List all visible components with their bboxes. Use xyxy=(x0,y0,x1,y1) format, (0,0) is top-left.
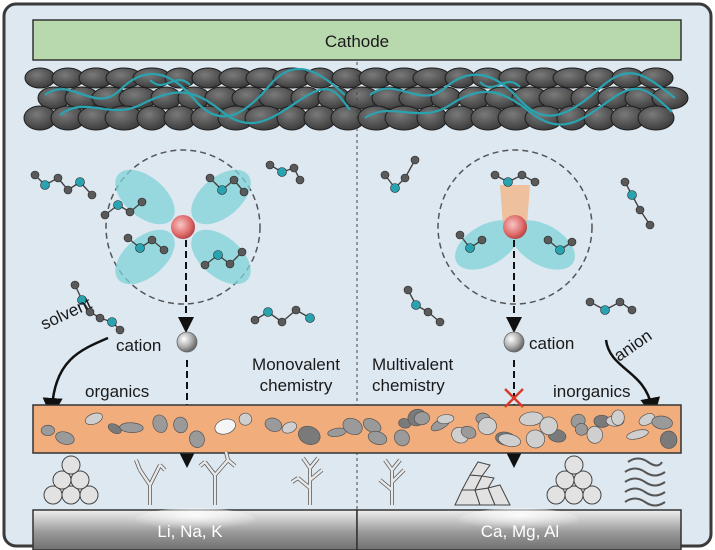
monovalent-cation xyxy=(176,331,198,353)
monovalent-label-line2: chemistry xyxy=(260,376,333,395)
multivalent-cation xyxy=(503,331,525,353)
anode-right-label: Ca, Mg, Al xyxy=(481,522,559,541)
polyhedral-deposit xyxy=(454,461,511,506)
anion-to-inorganics-arrow xyxy=(604,339,661,418)
spherical-deposits-left xyxy=(43,455,99,505)
multivalent-label-line2: chemistry xyxy=(372,376,445,395)
left-cation-label: cation xyxy=(116,336,161,355)
multivalent-solvation-sheath xyxy=(437,149,593,305)
organics-label: organics xyxy=(85,382,149,401)
monovalent-label-line1: Monovalent xyxy=(252,355,340,374)
anode-right xyxy=(356,508,682,550)
spherical-deposits-right xyxy=(546,455,602,505)
cathode-particles xyxy=(23,67,689,131)
right-cation-label: cation xyxy=(529,334,574,353)
solvent-molecules xyxy=(30,155,655,335)
cathode-label: Cathode xyxy=(325,32,389,51)
solvent-to-organics-arrow xyxy=(42,336,109,418)
anode-left-label: Li, Na, K xyxy=(157,522,223,541)
multivalent-label-line1: Multivalent xyxy=(372,355,454,374)
anode-left xyxy=(32,508,358,550)
deposit-morphologies xyxy=(43,451,666,507)
mossy-deposit xyxy=(624,457,666,507)
binder-network xyxy=(44,67,676,126)
inorganics-label: inorganics xyxy=(553,382,631,401)
sei-fragments xyxy=(40,408,678,449)
cathode-bar xyxy=(32,19,682,61)
blocked-transport-x-icon xyxy=(504,388,524,408)
